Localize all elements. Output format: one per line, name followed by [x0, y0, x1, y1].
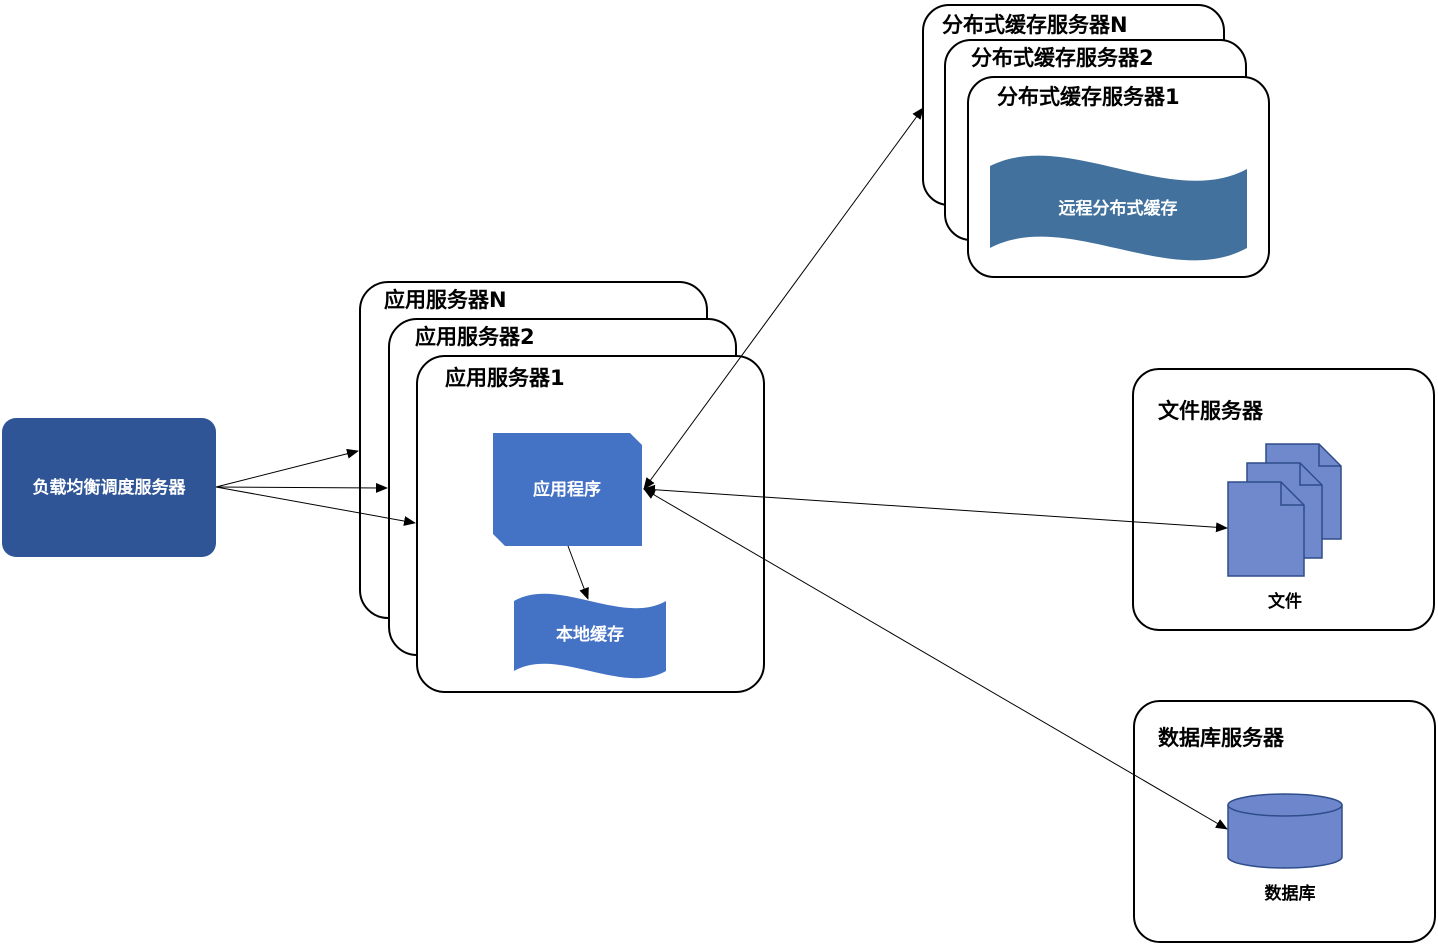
load-balancer-node: 负载均衡调度服务器: [2, 418, 216, 557]
app-to-remote-cache-arrow: [643, 107, 924, 490]
database-icon: [1227, 793, 1343, 869]
file-stack-icon: [1227, 443, 1342, 577]
local-cache-shape: [514, 593, 666, 679]
file-server-title: 文件服务器: [1158, 399, 1264, 423]
app-to-database-arrow: [643, 488, 1228, 830]
app-to-local-cache-arrow: [567, 545, 589, 600]
remote-cache-label: 远程分布式缓存: [1059, 198, 1178, 219]
app-program-label: 应用程序: [533, 479, 601, 500]
db-server-title: 数据库服务器: [1158, 726, 1285, 750]
app-server-n-title: 应用服务器N: [384, 288, 507, 312]
cache-server-2-title: 分布式缓存服务器2: [971, 46, 1154, 70]
file-server-node: 文件服务器 文件: [1132, 368, 1435, 631]
lb-to-app-server-1-arrow: [215, 486, 416, 526]
cache-server-n-title: 分布式缓存服务器N: [942, 13, 1128, 37]
connectors: [215, 107, 1228, 830]
cache-server-1-title: 分布式缓存服务器1: [997, 85, 1180, 109]
db-label: 数据库: [1265, 883, 1316, 904]
lb-to-app-server-n-arrow: [215, 448, 359, 488]
db-server-node: 数据库服务器 数据库: [1133, 700, 1436, 943]
cache-server-stack: 分布式缓存服务器N 分布式缓存服务器2 分布式缓存服务器1 远程分布式缓存: [922, 4, 1270, 278]
load-balancer-box: [2, 418, 216, 557]
app-server-2-title: 应用服务器2: [415, 325, 535, 349]
file-label: 文件: [1268, 591, 1302, 612]
app-program-shape: [493, 433, 642, 546]
local-cache-label: 本地缓存: [556, 624, 624, 645]
load-balancer-label: 负载均衡调度服务器: [33, 477, 187, 498]
lb-to-app-server-2-arrow: [215, 482, 388, 493]
remote-cache-shape: [990, 155, 1247, 261]
app-server-1-title: 应用服务器1: [445, 366, 565, 390]
app-server-stack: 应用服务器N 应用服务器2 应用服务器1 应用程序 本地缓存: [359, 281, 765, 693]
